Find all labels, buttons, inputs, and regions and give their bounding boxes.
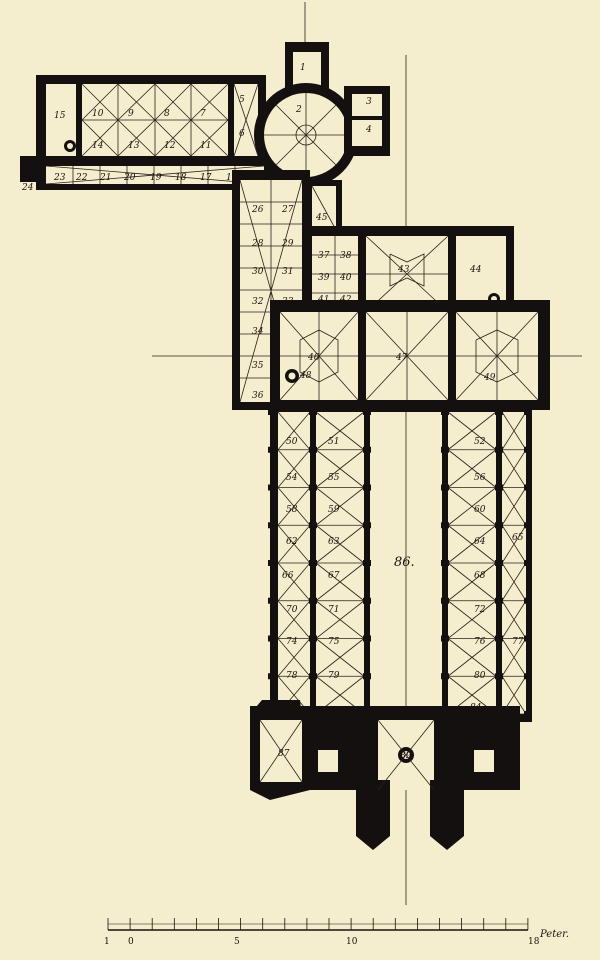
- transept: [270, 300, 550, 410]
- room-label-74: 74: [286, 637, 298, 647]
- room-label-76: 76: [474, 637, 486, 647]
- room-label-16: 16: [226, 173, 238, 183]
- room-label-23: 23: [53, 173, 66, 183]
- room-label-71: 71: [328, 605, 339, 615]
- room-label-56: 56: [474, 473, 486, 483]
- room-label-50: 50: [286, 437, 298, 447]
- room-label-49: 49: [483, 373, 496, 383]
- room-label-90: 90.: [444, 755, 458, 765]
- scale-unit: Peter.: [539, 929, 569, 940]
- room-label-45: 45: [315, 213, 328, 223]
- room-label-52: 52: [474, 437, 486, 447]
- scale-tick-0: 0: [128, 937, 134, 947]
- room-label-44: 44: [469, 265, 482, 275]
- room-label-41: 41: [317, 295, 329, 305]
- room-label-5: 5: [239, 95, 245, 105]
- scale-bar: 1 0 5 10 18 Peter.: [104, 918, 569, 947]
- room-label-4: 4: [365, 125, 372, 135]
- room-label-72: 72: [474, 605, 486, 615]
- scale-tick-1: 1: [104, 937, 110, 947]
- room-label-79: 79: [328, 671, 340, 681]
- room-label-8: 8: [164, 109, 170, 119]
- room-label-17: 17: [200, 173, 212, 183]
- room-label-63: 63: [328, 537, 340, 547]
- room-label-1: 1: [300, 63, 306, 73]
- room-label-32: 32: [252, 297, 264, 307]
- room-label-60: 60: [474, 505, 486, 515]
- cloister-wing: [20, 75, 268, 190]
- room-label-80: 80: [474, 671, 486, 681]
- room-label-7: 7: [200, 109, 206, 119]
- scale-tick-18: 18: [528, 937, 540, 947]
- room-label-12: 12: [164, 141, 176, 151]
- rotunda: [254, 42, 390, 187]
- room-label-40: 40: [339, 273, 352, 283]
- room-label-27: 27: [281, 205, 294, 215]
- room-label-42: 42: [339, 295, 352, 305]
- room-label-82: 82: [286, 705, 298, 715]
- room-label-22: 22: [75, 173, 88, 183]
- room-label-68: 68: [474, 571, 486, 581]
- room-label-58: 58: [286, 505, 298, 515]
- room-label-77: 77: [512, 637, 524, 647]
- room-label-65: 65: [512, 533, 524, 543]
- room-label-46: 46: [307, 353, 320, 363]
- room-label-2: 2: [295, 105, 302, 115]
- room-label-75: 75: [328, 637, 340, 647]
- room-label-34: 34: [252, 327, 264, 337]
- room-label-10: 10: [92, 109, 104, 119]
- nave-piers: [268, 409, 532, 717]
- room-label-67: 67: [328, 571, 340, 581]
- room-label-84: 84: [470, 703, 482, 713]
- west-front: [250, 700, 520, 850]
- room-label-6: 6: [239, 129, 245, 139]
- room-label-38: 38: [340, 251, 352, 261]
- room-label-30: 30: [252, 267, 264, 277]
- room-label-37: 37: [318, 251, 330, 261]
- room-labels: 1234567891011121314151617181920212223242…: [21, 63, 524, 815]
- room-label-36: 36: [252, 391, 264, 401]
- room-label-15: 15: [54, 111, 66, 121]
- room-label-70: 70: [286, 605, 298, 615]
- room-label-64: 64: [474, 537, 486, 547]
- room-label-89: 89: [400, 751, 412, 761]
- room-label-29: 29: [281, 239, 294, 249]
- scale-tick-5: 5: [234, 937, 240, 947]
- room-label-54: 54: [286, 473, 298, 483]
- room-label-86: 86.: [394, 555, 415, 570]
- room-label-47: 47: [395, 353, 408, 363]
- room-label-13: 13: [128, 141, 140, 151]
- room-label-28: 28: [251, 239, 264, 249]
- room-label-59: 59: [328, 505, 340, 515]
- room-label-9: 9: [128, 109, 134, 119]
- room-label-48: 48: [299, 371, 312, 381]
- room-label-26: 26: [251, 205, 264, 215]
- room-label-39: 39: [318, 273, 330, 283]
- room-label-51: 51: [328, 437, 339, 447]
- room-label-78: 78: [286, 671, 298, 681]
- room-label-3: 3: [366, 97, 372, 107]
- room-label-66: 66: [282, 571, 294, 581]
- room-label-21: 21: [99, 173, 111, 183]
- room-label-11: 11: [200, 141, 211, 151]
- room-label-20: 20: [123, 173, 136, 183]
- room-label-18: 18: [175, 173, 187, 183]
- room-label-24: 24: [21, 183, 34, 193]
- room-label-35: 35: [252, 361, 264, 371]
- room-label-55: 55: [328, 473, 340, 483]
- room-label-31: 31: [282, 267, 293, 277]
- room-label-92: 92: [436, 805, 448, 815]
- room-label-14: 14: [92, 141, 104, 151]
- room-label-43: 43: [397, 265, 410, 275]
- room-label-62: 62: [286, 537, 298, 547]
- room-label-87: 87: [278, 749, 290, 759]
- room-label-19: 19: [150, 173, 162, 183]
- room-label-88: 88.: [350, 751, 364, 761]
- room-label-91: 91.: [362, 805, 376, 815]
- scale-tick-10: 10: [346, 937, 358, 947]
- room-label-33: 33: [282, 297, 294, 307]
- room-label-25: 25: [251, 173, 264, 183]
